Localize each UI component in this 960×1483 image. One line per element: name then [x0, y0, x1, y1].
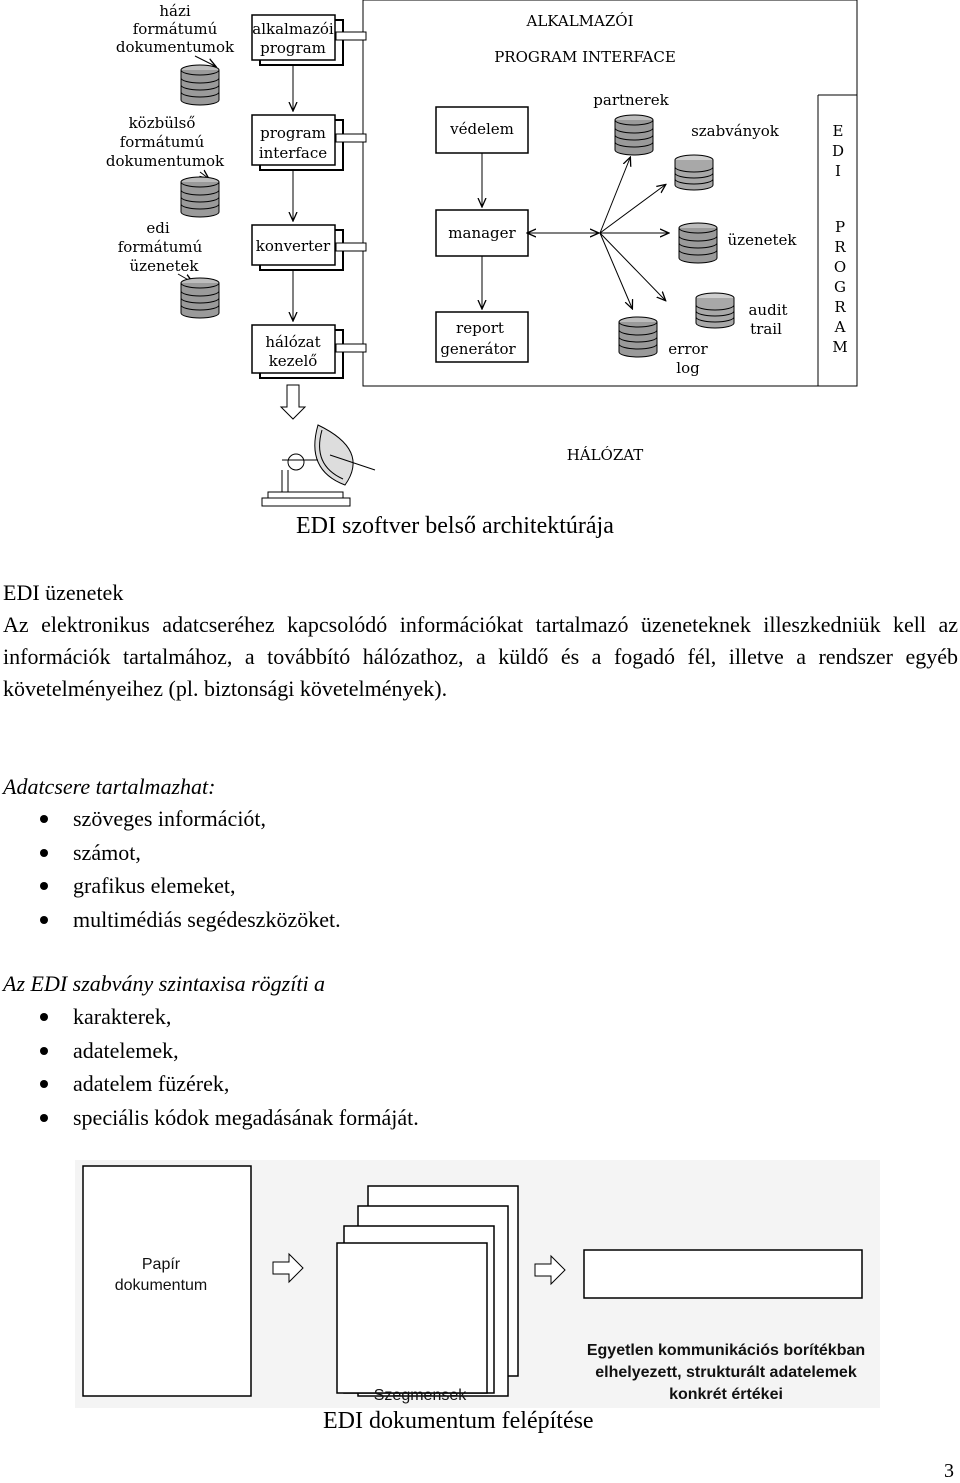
svg-text:dokumentumok: dokumentumok [116, 38, 235, 56]
svg-text:E: E [833, 122, 844, 140]
database-icon [181, 278, 219, 318]
svg-text:M: M [832, 338, 847, 356]
svg-text:program: program [260, 124, 326, 142]
list-item: grafikus elemeket, [0, 869, 341, 903]
svg-text:log: log [676, 359, 700, 377]
api-title: ALKALMAZÓI [525, 12, 633, 30]
list-item: számot, [0, 836, 341, 870]
section-paragraph: Az elektronikus adatcseréhez kapcsolódó … [3, 609, 958, 705]
svg-text:generátor: generátor [440, 340, 516, 358]
svg-text:G: G [834, 278, 846, 296]
svg-text:R: R [834, 238, 846, 256]
svg-text:dokumentumok: dokumentumok [106, 152, 225, 170]
svg-text:error: error [668, 340, 708, 358]
edi-architecture-diagram: házi formátumú dokumentumok közbülső for… [0, 0, 960, 512]
svg-text:I: I [835, 162, 841, 180]
bullet-icon [40, 1047, 48, 1055]
list-item: speciális kódok megadásának formáját. [0, 1101, 419, 1135]
alkalmazoi-program-box: alkalmazói program [252, 15, 343, 65]
bullet-icon [40, 916, 48, 924]
svg-text:PROGRAM INTERFACE: PROGRAM INTERFACE [494, 48, 676, 66]
svg-text:üzenetek: üzenetek [728, 231, 798, 249]
svg-text:konkrét értékei: konkrét értékei [669, 1386, 783, 1403]
konverter-box: konverter [252, 225, 343, 270]
svg-text:A: A [834, 318, 846, 336]
envelope-box [584, 1250, 862, 1298]
bullet-icon [40, 1114, 48, 1122]
svg-text:formátumú: formátumú [120, 133, 205, 151]
svg-text:kezelő: kezelő [269, 352, 318, 370]
svg-text:interface: interface [259, 144, 327, 162]
edi-document-structure-diagram: Papír dokumentum Szegmensek Egyetlen kom… [75, 1160, 880, 1408]
edi-msgs-label: edi formátumú üzenetek [118, 219, 203, 275]
list1-title: Adatcsere tartalmazhat: [3, 771, 958, 803]
svg-text:P: P [835, 218, 845, 236]
manager-box: manager [436, 210, 528, 256]
program-interface-box: program interface [252, 115, 343, 170]
edi-vertical-label: E D I [832, 122, 844, 180]
svg-text:dokumentum: dokumentum [115, 1277, 208, 1294]
svg-text:hálózat: hálózat [265, 333, 320, 351]
list-item: adatelemek, [0, 1034, 419, 1068]
segments-stack [337, 1186, 518, 1396]
list2: karakterek, adatelemek, adatelem füzérek… [0, 1000, 419, 1134]
svg-text:Papír: Papír [142, 1256, 181, 1273]
kozbulso-doc-label: közbülső formátumú dokumentumok [106, 114, 225, 170]
list-item: karakterek, [0, 1000, 419, 1034]
svg-text:trail: trail [750, 320, 782, 338]
svg-text:program: program [260, 39, 326, 57]
svg-text:partnerek: partnerek [593, 91, 669, 109]
bullet-icon [40, 1013, 48, 1021]
bullet-icon [40, 815, 48, 823]
svg-text:házi: házi [159, 2, 191, 20]
database-icon [619, 317, 657, 357]
svg-text:szabványok: szabványok [691, 122, 780, 140]
svg-text:R: R [834, 298, 846, 316]
svg-text:alkalmazói: alkalmazói [252, 20, 334, 38]
svg-text:edi: edi [146, 219, 169, 237]
svg-text:közbülső: közbülső [129, 114, 196, 132]
svg-text:report: report [456, 319, 504, 337]
satellite-dish-icon [262, 425, 375, 506]
svg-text:manager: manager [448, 224, 516, 242]
svg-text:formátumú: formátumú [133, 20, 218, 38]
segments-label: Szegmensek [374, 1387, 467, 1404]
database-icon [675, 155, 713, 190]
svg-text:formátumú: formátumú [118, 238, 203, 256]
database-icon [181, 65, 219, 105]
hazi-doc-label: házi formátumú dokumentumok [116, 2, 235, 56]
svg-text:D: D [832, 142, 844, 160]
list1: szöveges információt, számot, grafikus e… [0, 802, 341, 936]
svg-text:konverter: konverter [256, 237, 331, 255]
figure1-caption: EDI szoftver belső architektúrája [296, 513, 614, 540]
database-icon [679, 223, 717, 263]
svg-text:Egyetlen kommunikációs boríték: Egyetlen kommunikációs borítékban [587, 1342, 865, 1359]
list-item: adatelem füzérek, [0, 1067, 419, 1101]
halozat-kezelo-box: hálózat kezelő [252, 325, 343, 378]
paper-document-box: Papír dokumentum [83, 1166, 251, 1396]
bullet-icon [40, 882, 48, 890]
bullet-icon [40, 849, 48, 857]
figure2-caption: EDI dokumentum felépítése [323, 1408, 594, 1435]
halozat-label: HÁLÓZAT [567, 446, 644, 464]
svg-text:O: O [834, 258, 846, 276]
svg-text:védelem: védelem [449, 120, 514, 138]
section-heading: EDI üzenetek [3, 577, 958, 609]
program-vertical-label: P R O G R A M [832, 218, 847, 356]
page-number: 3 [944, 1460, 954, 1483]
svg-text:elhelyezett, strukturált adate: elhelyezett, strukturált adatelemek [595, 1364, 857, 1381]
database-icon [615, 115, 653, 155]
database-icon [181, 177, 219, 217]
bullet-icon [40, 1080, 48, 1088]
list-item: multimédiás segédeszközöket. [0, 903, 341, 937]
list2-title: Az EDI szabvány szintaxisa rögzíti a [3, 968, 958, 1000]
svg-text:üzenetek: üzenetek [130, 257, 200, 275]
list-item: szöveges információt, [0, 802, 341, 836]
vedelem-box: védelem [436, 107, 528, 153]
svg-text:audit: audit [748, 301, 787, 319]
report-generator-box: report generátor [436, 312, 528, 362]
database-icon [696, 293, 734, 328]
